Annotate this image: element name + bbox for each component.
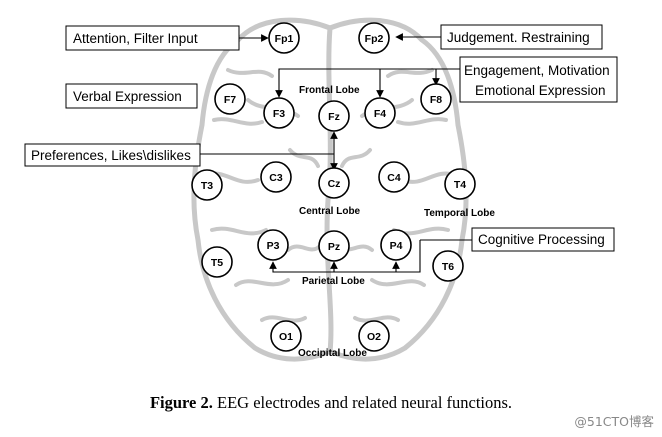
electrode-circle <box>380 229 412 261</box>
electrode-label: T5 <box>211 257 223 269</box>
electrode-label: C4 <box>387 172 401 184</box>
electrode-circle <box>191 169 223 201</box>
function-label-preferences: Preferences, Likes\dislikes <box>24 143 201 167</box>
lobe-label-temporal: Temporal Lobe <box>424 208 495 219</box>
function-label-engagement: Engagement, Motivation Emotional Express… <box>459 56 618 103</box>
figure-caption-text: EEG electrodes and related neural functi… <box>212 393 513 412</box>
electrode-label: F4 <box>374 108 386 120</box>
electrode-label: Cz <box>328 178 341 190</box>
electrode-circle <box>263 97 295 129</box>
electrode-o2: O2 <box>358 320 390 352</box>
electrode-circle <box>358 320 390 352</box>
lobe-label-central: Central Lobe <box>299 206 361 217</box>
electrode-circle <box>268 22 300 54</box>
electrode-label: F8 <box>430 94 442 106</box>
electrode-label: C3 <box>269 172 283 184</box>
electrode-circle <box>214 83 246 115</box>
electrode-c3: C3 <box>260 161 292 193</box>
function-label-verbal-text: Verbal Expression <box>73 89 182 104</box>
electrode-label: O2 <box>367 331 381 343</box>
electrode-o1: O1 <box>270 320 302 352</box>
electrode-circle <box>364 97 396 129</box>
electrode-circle <box>318 230 350 262</box>
watermark-text: @51CTO博客 <box>574 414 654 429</box>
electrode-f4: F4 <box>364 97 396 129</box>
electrode-fp2: Fp2 <box>358 22 390 54</box>
electrode-circle <box>432 250 464 282</box>
electrode-t5: T5 <box>201 246 233 278</box>
electrode-label: F3 <box>273 108 285 120</box>
electrode-fz: Fz <box>318 100 350 132</box>
electrode-c4: C4 <box>378 161 410 193</box>
electrode-label: T4 <box>454 179 466 191</box>
electrode-label: T3 <box>201 180 213 192</box>
electrode-label: O1 <box>279 331 293 343</box>
lobe-label-frontal: Frontal Lobe <box>299 85 360 96</box>
electrode-t3: T3 <box>191 169 223 201</box>
figure-caption-label: Figure 2. <box>149 393 213 412</box>
function-label-engagement-line2: Emotional Expression <box>475 83 606 98</box>
electrode-pz: Pz <box>318 230 350 262</box>
electrode-circle <box>420 83 452 115</box>
electrode-label: Fp1 <box>275 33 294 45</box>
electrode-circle <box>270 320 302 352</box>
function-label-judgement-text: Judgement. Restraining <box>447 30 590 45</box>
electrode-label: Fp2 <box>365 33 384 45</box>
electrode-circle <box>358 22 390 54</box>
electrode-t4: T4 <box>444 168 476 200</box>
function-label-engagement-line1: Engagement, Motivation <box>464 63 610 78</box>
electrode-circle <box>260 161 292 193</box>
function-label-attention-text: Attention, Filter Input <box>73 31 198 46</box>
function-label-verbal: Verbal Expression <box>65 83 198 109</box>
parietal-bracket <box>269 240 421 273</box>
electrode-fp1: Fp1 <box>268 22 300 54</box>
electrode-circle <box>318 100 350 132</box>
function-label-attention: Attention, Filter Input <box>65 25 240 51</box>
electrode-t6: T6 <box>432 250 464 282</box>
electrode-circle <box>378 161 410 193</box>
arrow-engagement-f3 <box>275 68 460 98</box>
electrode-f7: F7 <box>214 83 246 115</box>
function-label-cognitive: Cognitive Processing <box>471 227 615 252</box>
electrode-label: P3 <box>267 240 280 252</box>
electrode-label: Pz <box>328 241 340 253</box>
electrode-label: T6 <box>442 261 454 273</box>
electrode-label: P4 <box>390 240 403 252</box>
electrode-circle <box>257 229 289 261</box>
eeg-diagram: Attention, Filter Input Judgement. Restr… <box>24 17 618 362</box>
function-label-judgement: Judgement. Restraining <box>440 24 603 50</box>
electrode-p3: P3 <box>257 229 289 261</box>
electrode-cz: Cz <box>318 167 350 199</box>
electrode-circle <box>318 167 350 199</box>
electrode-label: F7 <box>224 94 236 106</box>
electrode-f8: F8 <box>420 83 452 115</box>
lobe-label-parietal: Parietal Lobe <box>302 276 365 287</box>
function-label-preferences-text: Preferences, Likes\dislikes <box>31 148 191 163</box>
electrode-f3: F3 <box>263 97 295 129</box>
lobe-label-occipital: Occipital Lobe <box>298 348 367 359</box>
function-label-cognitive-text: Cognitive Processing <box>478 232 605 247</box>
figure-caption: Figure 2. EEG electrodes and related neu… <box>0 393 662 413</box>
connector-lines <box>200 33 472 273</box>
electrode-circle <box>201 246 233 278</box>
electrode-label: Fz <box>328 111 340 123</box>
electrode-circle <box>444 168 476 200</box>
electrode-p4: P4 <box>380 229 412 261</box>
